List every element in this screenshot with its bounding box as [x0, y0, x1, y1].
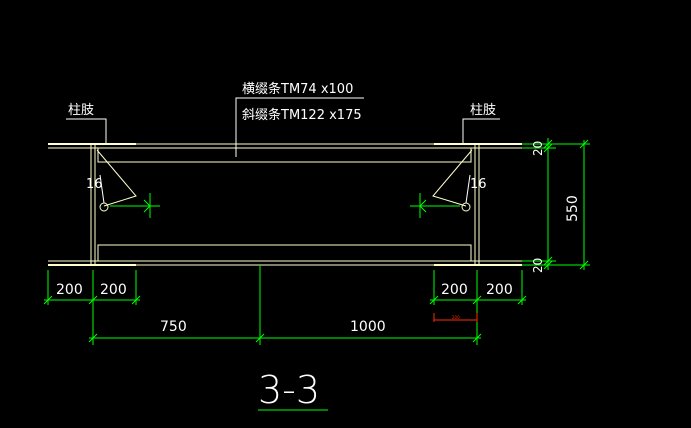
section-title: 3-3	[258, 368, 320, 412]
red-marker-label: 200	[452, 315, 460, 320]
left-column-leader	[66, 118, 107, 143]
top-lacing-member	[97, 147, 472, 163]
red-marker	[433, 313, 478, 322]
right-weld-node	[461, 202, 471, 212]
leaders	[66, 97, 500, 204]
left-column-label: 柱肢	[68, 102, 94, 118]
dim-tick-e	[543, 256, 553, 266]
dim-bl-tick-1	[43, 295, 53, 305]
dim-bottom-plate-label: 20	[531, 258, 545, 273]
dim-bl-tick-2	[88, 295, 98, 305]
right-column-leader	[462, 118, 500, 143]
dim-tick-f	[543, 260, 553, 270]
dim-centre-tick-2	[255, 333, 265, 343]
dim-br-tick-2	[472, 295, 482, 305]
dim-tick-d	[543, 143, 553, 153]
left-weld-lines	[96, 149, 137, 207]
dim-centre-tick-1	[88, 333, 98, 343]
annotation-text: 柱肢 柱肢 横缀条TM74 x100 斜缀条TM122 x175 16 16 2…	[56, 81, 581, 412]
diagonal-lacing-label: 斜缀条TM122 x175	[242, 107, 362, 123]
dim-centre-tick-3	[472, 333, 482, 343]
right-weld-size-leader	[465, 174, 471, 204]
dim-centre-left-label: 750	[160, 319, 187, 335]
right-column-label: 柱肢	[470, 102, 496, 118]
dim-top-plate-label: 20	[531, 141, 545, 156]
dim-tick-b	[579, 260, 589, 270]
dim-tick-a	[579, 139, 589, 149]
horizontal-lacing-label: 横缀条TM74 x100	[242, 81, 353, 97]
dim-br-tick-1	[429, 295, 439, 305]
left-weld-size: 16	[86, 177, 103, 192]
right-weld-lines	[432, 149, 473, 207]
bottom-lacing-member	[97, 244, 472, 262]
left-weld-node	[99, 202, 109, 212]
weld-symbol-left-arrow	[143, 199, 151, 213]
right-weld-size: 16	[470, 177, 487, 192]
dimension-lines	[43, 138, 590, 411]
dim-right-inner-label: 200	[441, 282, 468, 298]
section-geometry	[48, 143, 522, 266]
dim-bl-tick-3	[131, 295, 141, 305]
dim-tick-c	[543, 139, 553, 149]
lacing-leader	[235, 97, 364, 157]
dim-left-outer-label: 200	[56, 282, 83, 298]
left-weld-size-leader	[99, 174, 105, 204]
dim-centre-right-label: 1000	[350, 319, 386, 335]
dim-left-inner-label: 200	[100, 282, 127, 298]
dim-overall-height-label: 550	[565, 195, 581, 222]
dim-br-tick-3	[517, 295, 527, 305]
dim-right-outer-label: 200	[486, 282, 513, 298]
weld-symbol-right-arrow	[419, 199, 427, 213]
